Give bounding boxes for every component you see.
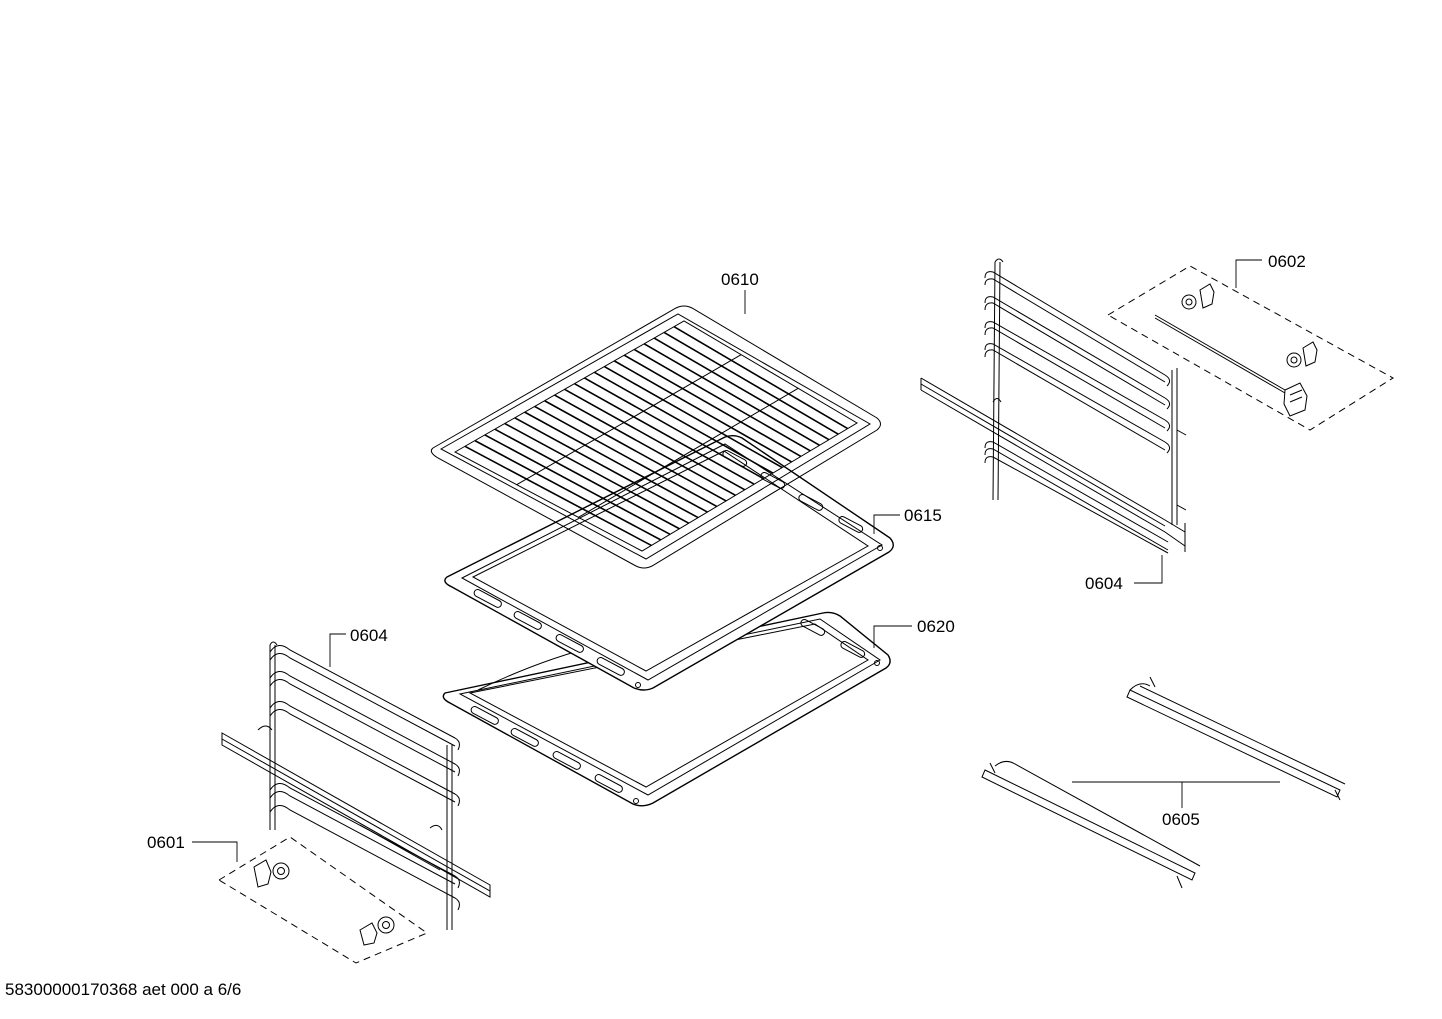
rack-wire (494, 428, 680, 530)
rack-wire (544, 400, 727, 502)
label-0605: 0605 (1162, 810, 1200, 829)
rack-wire (574, 382, 755, 485)
rack-wire (564, 388, 746, 491)
rack-crossbar (578, 387, 799, 518)
fastener-kit-left (218, 836, 429, 964)
label-0615: 0615 (904, 506, 942, 525)
rack-wire (623, 354, 802, 458)
rack-crossbar (516, 354, 742, 486)
rack-wire (613, 360, 792, 463)
label-0610: 0610 (721, 270, 759, 289)
rack-wire (464, 445, 652, 547)
rack-wire (643, 343, 821, 446)
label-0620: 0620 (917, 617, 955, 636)
rack-wire (534, 405, 718, 508)
label-0604-right: 0604 (1085, 574, 1123, 593)
rack-wire (504, 422, 690, 524)
document-code: 58300000170368 aet 000 a 6/6 (5, 980, 242, 999)
rack-wire-grid (464, 326, 849, 547)
part-labels: 0610 0615 0620 0602 0604 0604 0601 0605 (147, 252, 1306, 852)
baking-tray-flat (444, 435, 894, 691)
rack-wire (484, 434, 671, 536)
rack-wire (653, 337, 830, 441)
label-0604-left: 0604 (350, 626, 388, 645)
label-0601: 0601 (147, 833, 185, 852)
fastener-kit-right (1107, 265, 1394, 431)
leader-lines (192, 259, 1280, 862)
rack-wire (603, 365, 783, 469)
rack-wire (633, 348, 811, 452)
rack-wire (673, 326, 849, 430)
tray-slots (470, 618, 866, 793)
rack-wire (474, 439, 662, 541)
rack-wire (584, 377, 764, 480)
rack-wire (593, 371, 774, 474)
side-rack-right (920, 258, 1187, 554)
rack-wire (663, 331, 839, 435)
label-0602: 0602 (1268, 252, 1306, 271)
rack-wire (554, 394, 736, 497)
rack-wire (514, 417, 699, 519)
wire-rack (430, 305, 881, 569)
side-rack-left (221, 641, 491, 930)
rack-wire (524, 411, 708, 513)
shelf-supports (981, 676, 1346, 889)
